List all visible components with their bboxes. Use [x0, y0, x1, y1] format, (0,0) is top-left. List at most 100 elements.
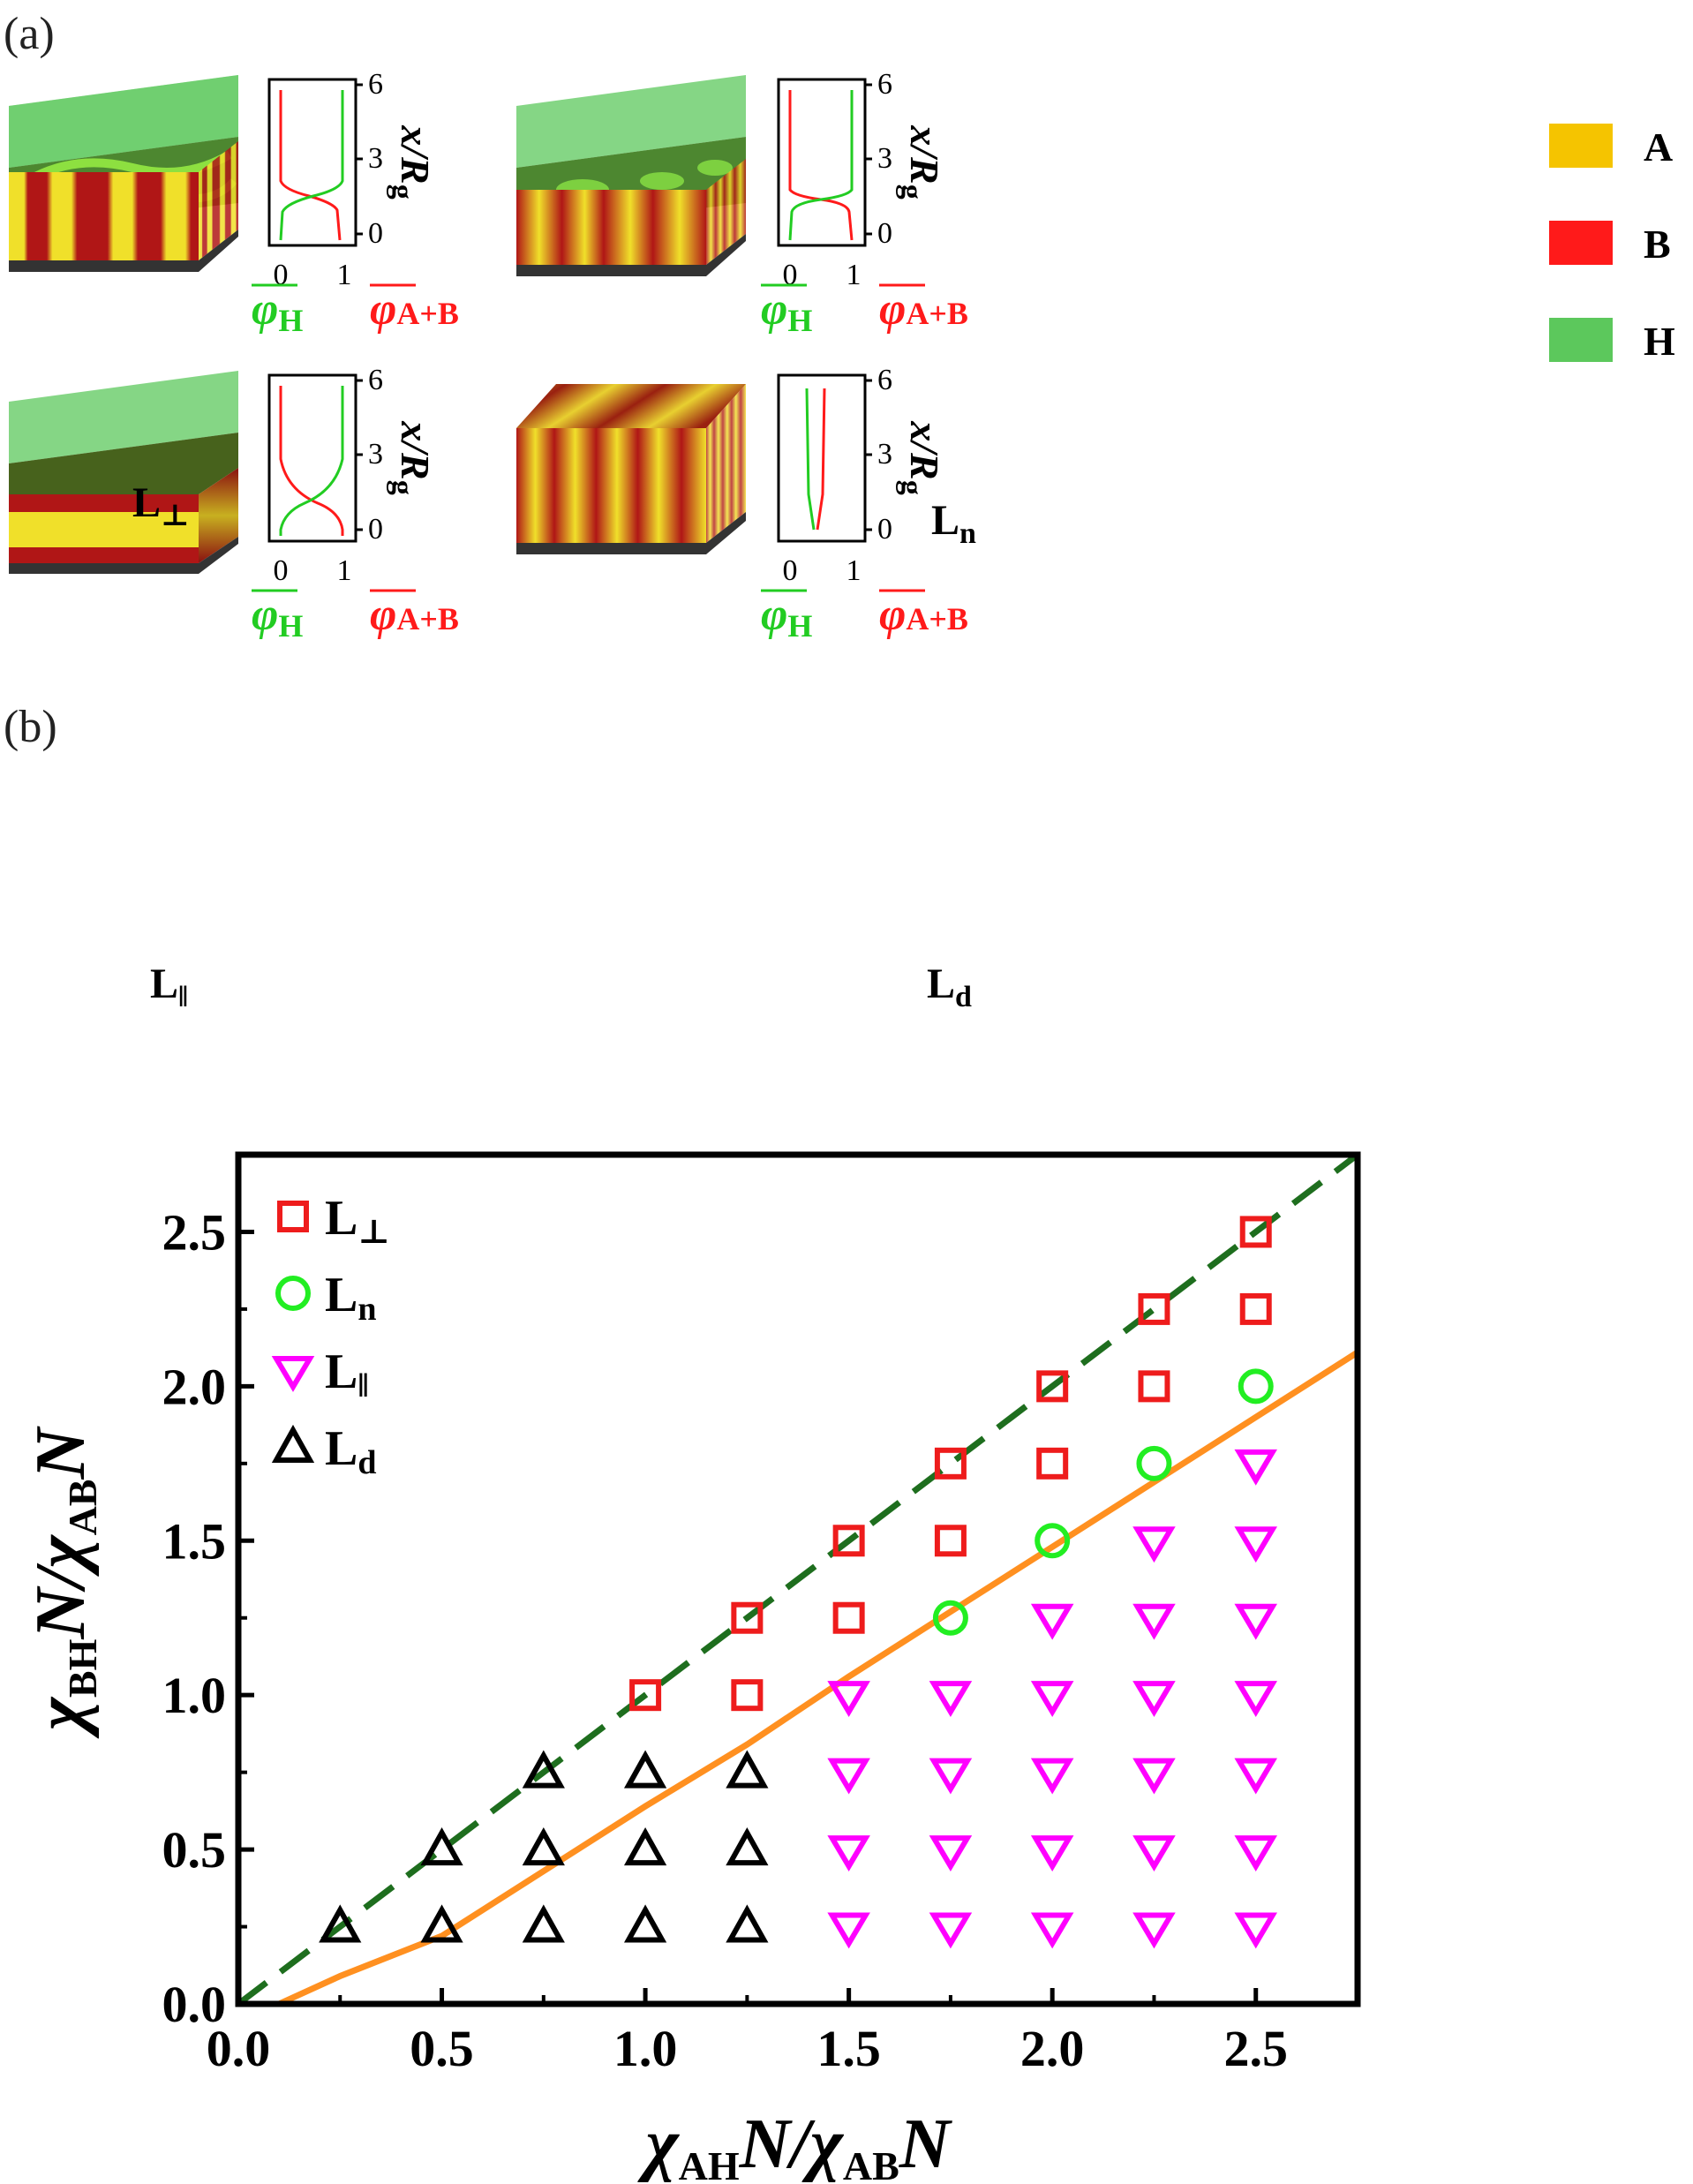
- data-point-triangle-down: [827, 1912, 870, 1949]
- profile-l-d: [777, 373, 867, 543]
- phi-h-label: φH: [252, 590, 303, 644]
- profile-ytick-label: 6: [877, 364, 892, 396]
- phi-ab-label: φA+B: [879, 590, 968, 640]
- data-point-triangle-down: [1030, 1912, 1074, 1949]
- data-point-triangle-down: [827, 1758, 870, 1795]
- legend-entry-label: L⊥: [325, 1191, 390, 1251]
- legend-marker-triangle-up: [271, 1424, 315, 1463]
- data-point-triangle-up: [420, 1904, 463, 1943]
- legend-swatch-a: [1549, 124, 1613, 168]
- profile-xtick-label: 1: [337, 259, 352, 291]
- profile-ytick-label: 0: [877, 217, 892, 250]
- profile-ytick-label: 3: [877, 142, 892, 175]
- legend-marker-triangle-down: [271, 1356, 315, 1392]
- y-tick-label: 1.0: [162, 1667, 227, 1724]
- data-point-triangle-down: [1030, 1681, 1074, 1718]
- data-point-triangle-down: [827, 1681, 870, 1718]
- y-tick-label: 0.0: [162, 1976, 227, 2033]
- chart-line-dashed: [236, 1152, 1360, 2007]
- data-point-square: [731, 1679, 764, 1712]
- profile-l-par: [267, 373, 357, 543]
- phi-h-label: φH: [252, 284, 303, 338]
- x-tick-label: 2.5: [1223, 2020, 1288, 2077]
- phi-h-label: φH: [761, 284, 812, 338]
- x-axis-label: χAHN/χABN: [636, 2105, 952, 2184]
- x-tick-label: 2.0: [1020, 2020, 1085, 2077]
- data-point-square: [1239, 1216, 1272, 1248]
- data-point-triangle-down: [1132, 1603, 1176, 1640]
- profile-xtick-label: 0: [274, 259, 289, 291]
- legend-entry-label: Ld: [325, 1421, 377, 1481]
- data-point-triangle-down: [1234, 1835, 1277, 1871]
- data-point-triangle-up: [623, 1826, 667, 1866]
- morphology-label-par: Lǁ: [150, 960, 188, 1013]
- y-axis-label: χBHN/χABN: [22, 1426, 105, 1740]
- data-point-triangle-down: [929, 1912, 973, 1949]
- data-point-square: [629, 1679, 662, 1712]
- data-point-triangle-up: [319, 1904, 362, 1943]
- profile-ytick-label: 0: [877, 513, 892, 546]
- legend-label-h: H: [1644, 319, 1675, 364]
- profile-xtick-label: 0: [783, 259, 798, 291]
- profile-xtick-label: 1: [846, 259, 862, 291]
- profile-ytick-label: 0: [368, 513, 383, 546]
- data-point-square: [934, 1525, 967, 1557]
- data-point-triangle-down: [1030, 1835, 1074, 1871]
- profile-xtick-label: 0: [274, 554, 289, 587]
- data-point-triangle-down: [929, 1835, 973, 1871]
- data-point-square: [934, 1447, 967, 1480]
- data-point-square: [832, 1601, 865, 1634]
- data-point-circle: [1238, 1368, 1274, 1405]
- profile-xtick-label: 1: [337, 554, 352, 587]
- phi-h-label: φH: [761, 590, 812, 644]
- y-tick-label: 0.5: [162, 1821, 227, 1879]
- profile-ytick-label: 6: [877, 68, 892, 101]
- profile-l-perp: [267, 78, 357, 247]
- profile-ytick-label: 0: [368, 217, 383, 250]
- plot-frame: [235, 1151, 1361, 2007]
- profile-ytick-label: 3: [368, 142, 383, 175]
- data-point-triangle-down: [1234, 1758, 1277, 1795]
- data-point-triangle-up: [522, 1750, 565, 1789]
- data-point-triangle-down: [1132, 1835, 1176, 1871]
- profile-ytitle: x/Rg: [386, 420, 438, 494]
- cube-l-par: [9, 371, 238, 574]
- data-point-circle: [1136, 1445, 1172, 1481]
- profile-ytick-label: 3: [877, 438, 892, 471]
- data-point-triangle-up: [623, 1904, 667, 1943]
- profile-ytitle: x/Rg: [895, 124, 947, 199]
- data-point-triangle-down: [1234, 1449, 1277, 1486]
- data-point-triangle-down: [1132, 1526, 1176, 1563]
- data-point-square: [1138, 1370, 1170, 1403]
- data-point-triangle-down: [929, 1758, 973, 1795]
- data-point-triangle-down: [1234, 1603, 1277, 1640]
- x-tick-label: 0.5: [410, 2020, 474, 2077]
- data-point-triangle-up: [420, 1826, 463, 1866]
- data-point-triangle-up: [623, 1750, 667, 1789]
- profile-ytick-label: 6: [368, 68, 383, 101]
- profile-xtick-label: 1: [846, 554, 862, 587]
- y-tick-label: 2.0: [162, 1358, 227, 1415]
- data-point-square: [832, 1525, 865, 1557]
- data-point-square: [1239, 1292, 1272, 1325]
- data-point-triangle-up: [726, 1904, 769, 1943]
- data-point-triangle-down: [1234, 1681, 1277, 1718]
- legend-entry-label: Lǁ: [325, 1344, 369, 1405]
- profile-ytick-label: 3: [368, 438, 383, 471]
- data-point-circle: [932, 1600, 968, 1636]
- phi-ab-label: φA+B: [370, 284, 459, 335]
- morphology-label-d: Ld: [927, 960, 972, 1013]
- data-point-triangle-down: [929, 1681, 973, 1718]
- data-point-square: [1036, 1447, 1069, 1480]
- morphology-label-perp: L⊥: [132, 479, 190, 532]
- profile-l-n: [777, 78, 867, 247]
- y-tick-label: 1.5: [162, 1512, 227, 1570]
- data-point-triangle-down: [1234, 1526, 1277, 1563]
- chart-line-solid: [277, 1349, 1359, 2007]
- profile-ytitle: x/Rg: [386, 124, 438, 199]
- cube-l-d: [516, 384, 746, 554]
- profile-ytick-label: 6: [368, 364, 383, 396]
- legend-swatch-b: [1549, 221, 1613, 265]
